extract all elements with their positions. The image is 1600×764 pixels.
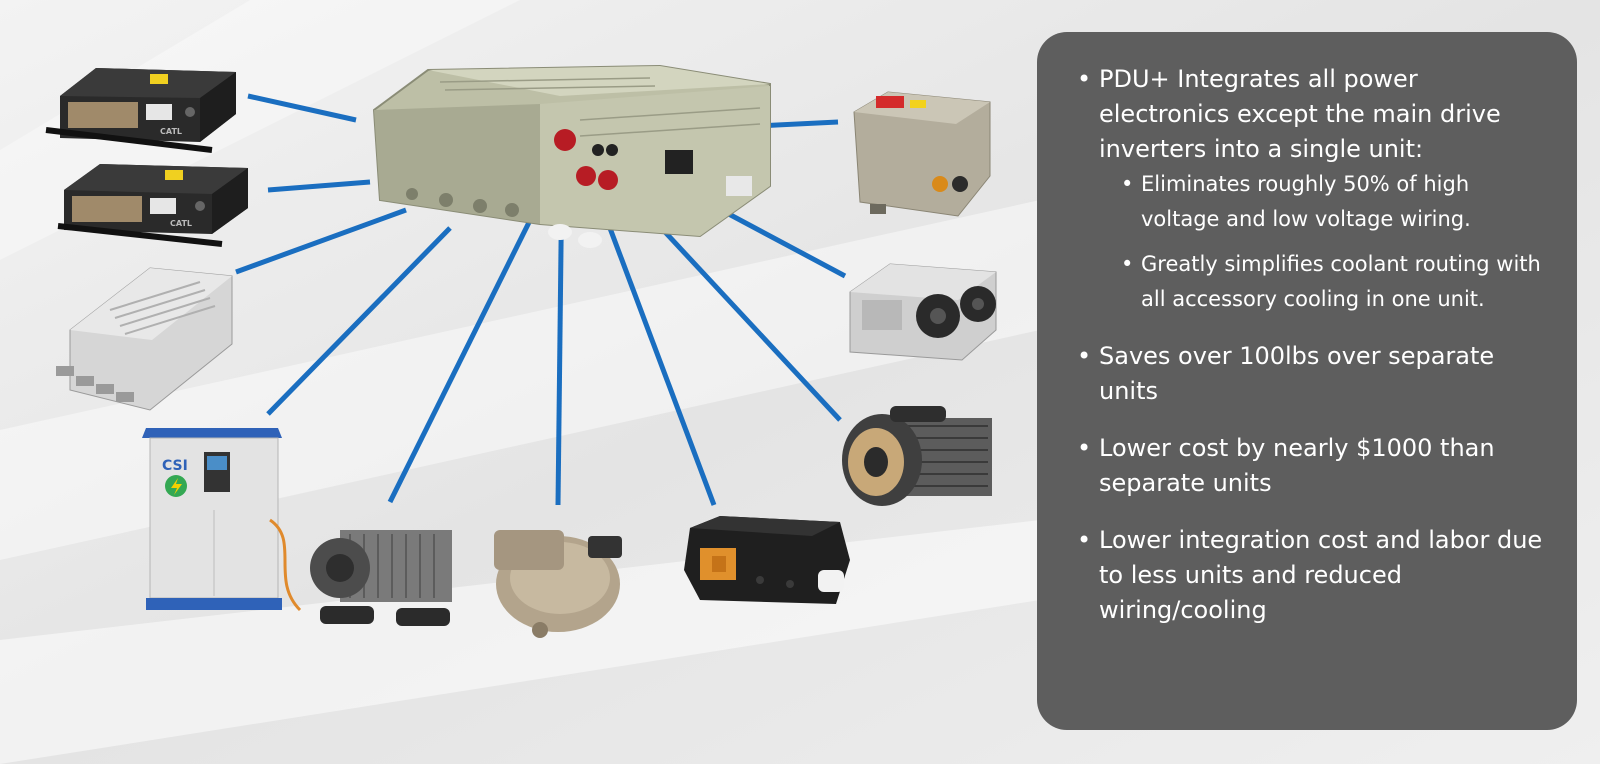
pdu-central-unit bbox=[372, 64, 771, 248]
info-panel: PDU+ Integrates all power electronics ex… bbox=[1037, 32, 1577, 730]
bullet-integration: PDU+ Integrates all power electronics ex… bbox=[1077, 62, 1549, 317]
electric-compressor bbox=[494, 530, 622, 638]
bullet-text: Lower cost by nearly $1000 than separate… bbox=[1099, 434, 1495, 497]
bullet-text: PDU+ Integrates all power electronics ex… bbox=[1099, 65, 1501, 163]
cooling-unit bbox=[849, 263, 997, 361]
bullet-text: Lower integration cost and labor due to … bbox=[1099, 526, 1543, 624]
motor-compressor bbox=[842, 406, 992, 506]
bullet-cost-savings: Lower cost by nearly $1000 than separate… bbox=[1077, 431, 1549, 501]
onboard-charger bbox=[56, 267, 233, 411]
bullet-list: PDU+ Integrates all power electronics ex… bbox=[1077, 62, 1549, 628]
battery-pack-2: CATL bbox=[57, 164, 248, 247]
component-diagram: CATL CATL CSI bbox=[45, 64, 997, 638]
dcdc-converter bbox=[853, 91, 991, 217]
bullet-integration-cost: Lower integration cost and labor due to … bbox=[1077, 523, 1549, 628]
battery-brand-label-1: CATL bbox=[160, 127, 182, 136]
sub-bullet-wiring: Eliminates roughly 50% of high voltage a… bbox=[1121, 167, 1549, 237]
battery-pack-1: CATL bbox=[45, 68, 236, 153]
charger-brand-label: CSI bbox=[162, 458, 188, 474]
battery-brand-label-2: CATL bbox=[170, 219, 192, 228]
sub-bullet-list: Eliminates roughly 50% of high voltage a… bbox=[1099, 167, 1549, 317]
bullet-text: Saves over 100lbs over separate units bbox=[1099, 342, 1495, 405]
charging-station: CSI bbox=[142, 428, 302, 612]
connector-line-charging-station bbox=[266, 226, 452, 416]
connector-line-battery-2 bbox=[267, 179, 371, 193]
controller-box bbox=[684, 516, 850, 604]
connector-line-battery-1 bbox=[247, 93, 357, 123]
sub-bullet-coolant: Greatly simplifies coolant routing with … bbox=[1121, 247, 1549, 317]
air-pump bbox=[310, 530, 452, 626]
connector-line-onboard-charger bbox=[235, 207, 407, 275]
bullet-weight-savings: Saves over 100lbs over separate units bbox=[1077, 339, 1549, 409]
